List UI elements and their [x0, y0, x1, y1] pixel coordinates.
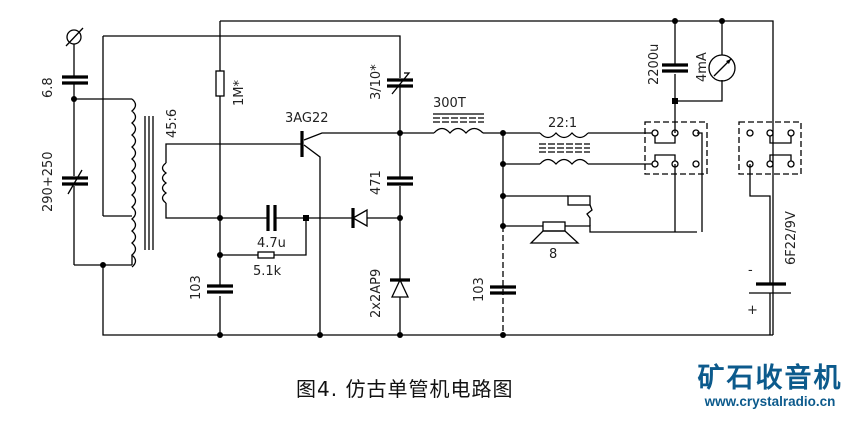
bias-resistor: [215, 70, 225, 97]
diode-label: 2x2AP9: [369, 269, 384, 318]
battery-icon: [749, 282, 791, 294]
site-logo[interactable]: 矿石收音机 www.crystalradio.cn: [690, 364, 850, 410]
battery-plus-label: +: [747, 303, 758, 318]
power-switch[interactable]: [738, 121, 802, 175]
choke-inductor: [433, 113, 484, 134]
antenna-cap-label: 6.8: [41, 77, 56, 98]
speaker-icon: [529, 221, 580, 244]
detector-diode-2: [390, 278, 410, 298]
output-bypass-capacitor: [490, 285, 516, 295]
meter-icon: [708, 54, 736, 82]
battery-minus-label: -: [748, 263, 753, 278]
tuning-capacitor: [62, 169, 88, 195]
resistor-51k: [257, 251, 275, 259]
earphone-jack: [567, 195, 591, 206]
junctions: [71, 18, 725, 338]
output-transformer-label: 22:1: [548, 116, 577, 131]
feedback-capacitor: [387, 72, 413, 95]
detector-diode-1: [351, 208, 368, 228]
base-bypass-label: 103: [189, 275, 204, 300]
antenna-icon: [65, 27, 84, 47]
tuning-cap-label: 290+250: [41, 151, 56, 212]
meter-label: 4mA: [695, 52, 710, 82]
logo-url[interactable]: www.crystalradio.cn: [704, 394, 836, 409]
band-switch[interactable]: [644, 121, 708, 175]
battery-label: 6F22/9V: [784, 211, 799, 265]
figure-caption: 图4. 仿古单管机电路图: [296, 377, 514, 401]
logo-title: 矿石收音机: [697, 363, 843, 394]
resistor-51k-label: 5.1k: [253, 264, 282, 279]
filter-capacitor: [662, 63, 688, 73]
coupling-cap-label: 4.7u: [257, 236, 286, 251]
speaker-label: 8: [549, 247, 557, 262]
collector-cap-label: 471: [369, 170, 384, 195]
choke-label: 300T: [433, 96, 466, 111]
output-transformer: [539, 132, 590, 165]
base-bypass-capacitor: [207, 284, 233, 294]
bias-resistor-label: 1M*: [232, 80, 247, 106]
antenna-coil: [131, 98, 168, 268]
filter-cap-label: 2200u: [647, 44, 662, 85]
coil-ratio-label: 45:6: [165, 109, 180, 138]
antenna-capacitor: [62, 75, 88, 85]
collector-capacitor: [387, 176, 413, 186]
wires: [73, 20, 774, 336]
feedback-cap-label: 3/10*: [369, 64, 384, 100]
transistor-label: 3AG22: [285, 111, 329, 126]
output-bypass-label: 103: [472, 277, 487, 302]
coupling-capacitor: [266, 205, 277, 231]
